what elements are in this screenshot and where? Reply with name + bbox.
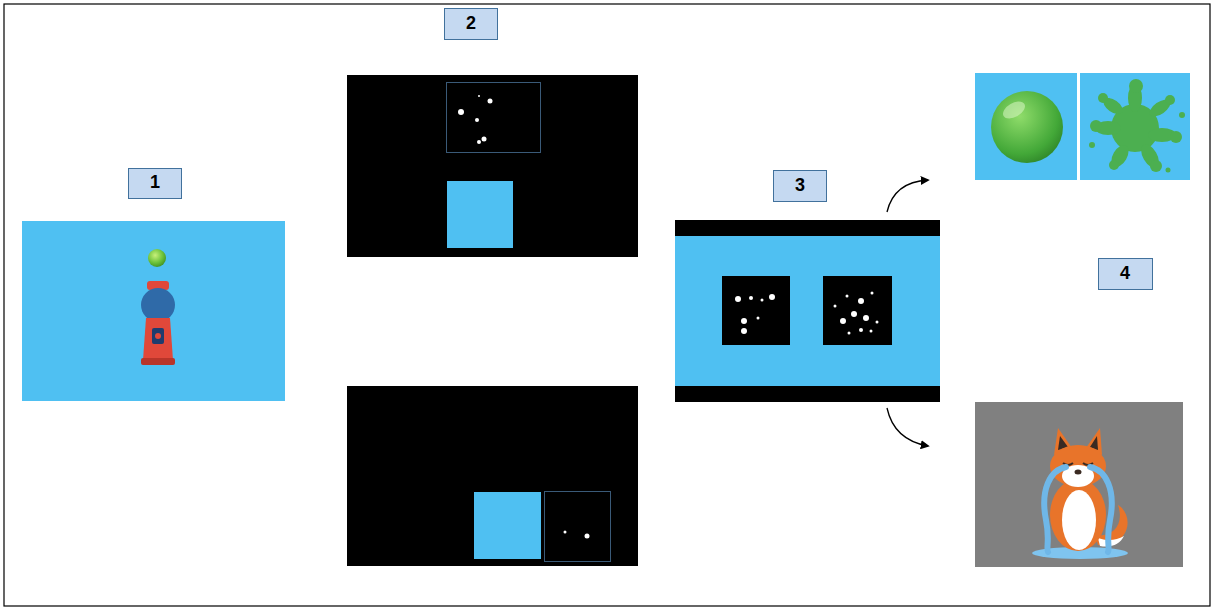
outcome-panel [1080, 73, 1190, 180]
letterbox-bar [675, 386, 940, 402]
dot-array [722, 276, 790, 345]
step-number: 2 [466, 14, 476, 34]
dots [458, 95, 493, 144]
screen-panel [675, 220, 940, 402]
step-number: 3 [795, 176, 805, 196]
screen-panel [347, 386, 638, 566]
gumball-machine [141, 281, 175, 365]
step-number-box: 2 [444, 8, 498, 40]
step-number-box: 4 [1098, 258, 1153, 290]
screen-panel [347, 75, 638, 257]
step-number-box: 1 [128, 168, 182, 199]
response-square [447, 181, 513, 248]
gumball [148, 249, 166, 267]
screen-panel [22, 221, 285, 401]
outcome-arrow [887, 180, 928, 212]
crying-fox [1032, 428, 1128, 559]
dot-array [823, 276, 892, 345]
step-number: 1 [150, 173, 160, 193]
step-number-box: 3 [773, 170, 827, 202]
dots [735, 292, 879, 335]
dot-array [447, 83, 541, 153]
outer-frame [4, 4, 1210, 606]
green-bubble [991, 91, 1063, 163]
outcome-panel [975, 73, 1077, 180]
step-number: 4 [1120, 264, 1130, 284]
outcome-arrow [887, 408, 928, 446]
dot-array [545, 492, 611, 562]
response-square [474, 492, 541, 559]
letterbox-bar [675, 220, 940, 236]
dots [564, 531, 590, 539]
outcome-panel [975, 402, 1183, 567]
green-splat [1089, 79, 1185, 173]
